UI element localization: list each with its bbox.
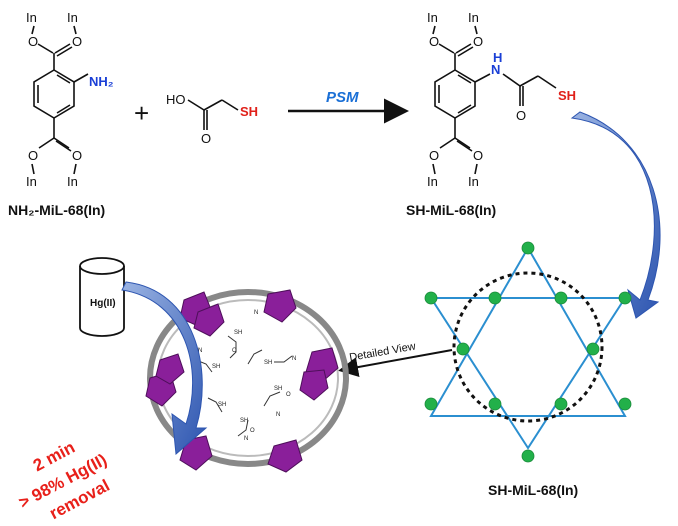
polyhedron — [179, 435, 213, 471]
metal-atom-label: In — [468, 10, 479, 25]
thiol-label: SH — [264, 360, 272, 366]
nh2-linker-molecule: In In O O NH₂ O O In In — [26, 10, 114, 189]
pore-linkers — [195, 335, 293, 437]
thiol-label: SH — [234, 330, 242, 336]
oxygen-label: O — [232, 348, 237, 354]
amine-group-label: NH₂ — [89, 74, 114, 89]
node — [488, 291, 502, 305]
oxygen-atom-label: O — [28, 34, 38, 49]
sh-linker-molecule: In In O O N H SH O O O In In — [427, 10, 576, 189]
mercury-cylinder — [79, 257, 125, 337]
plus-sign: + — [134, 98, 149, 128]
oxygen-atom-label: O — [72, 148, 82, 163]
metal-atom-label: In — [427, 10, 438, 25]
detailed-view-label: Detailed View — [348, 340, 416, 363]
metal-atom-label: In — [468, 174, 479, 189]
node — [521, 449, 535, 463]
right-molecule-caption: SH-MiL-68(In) — [406, 202, 496, 218]
pore-labels: SH SH SH SH SH SH N N N N N O O O — [198, 310, 296, 442]
polyhedron — [263, 289, 297, 323]
oxygen-atom-label: O — [72, 34, 82, 49]
metal-atom-label: In — [427, 174, 438, 189]
curved-arrow-left — [121, 281, 208, 456]
nitrogen-label: N — [292, 356, 296, 362]
oxygen-label: O — [250, 428, 255, 434]
thiol-label: SH — [218, 402, 226, 408]
nitrogen-label: N — [254, 310, 258, 316]
thiol-label: SH — [274, 386, 282, 392]
metal-atom-label: In — [67, 174, 78, 189]
thioglycolic-acid-molecule: HO SH O — [166, 92, 258, 146]
node — [424, 291, 438, 305]
metal-atom-label: In — [26, 10, 37, 25]
thiol-label: SH — [212, 364, 220, 370]
polyhedron — [193, 303, 225, 337]
detailed-view-arrow — [338, 349, 453, 377]
oxygen-atom-label: O — [473, 148, 483, 163]
hydroxyl-label: HO — [166, 92, 186, 107]
polyhedron — [155, 353, 185, 385]
framework-nodes — [424, 241, 632, 463]
detail-circle — [452, 271, 604, 423]
framework-caption: SH-MiL-68(In) — [488, 482, 578, 498]
oxygen-atom-label: O — [429, 148, 439, 163]
thiol-label: SH — [240, 418, 248, 424]
oxygen-atom-label: O — [429, 34, 439, 49]
node — [618, 291, 632, 305]
polyhedron — [267, 439, 303, 473]
metal-atom-label: In — [26, 174, 37, 189]
oxygen-atom-label: O — [201, 131, 211, 146]
left-molecule-caption: NH₂-MiL-68(In) — [8, 202, 105, 218]
nitrogen-label: N — [276, 412, 280, 418]
node — [488, 397, 502, 411]
result-text: 2 min > 98% Hg(II) removal — [16, 438, 113, 524]
thiol-group-label: SH — [240, 104, 258, 119]
psm-label: PSM — [326, 89, 359, 106]
oxygen-atom-label: O — [28, 148, 38, 163]
thiol-group-label: SH — [558, 88, 576, 103]
node — [554, 397, 568, 411]
hexagram-framework — [429, 246, 627, 450]
nitrogen-label: N — [244, 436, 248, 442]
polyhedron — [299, 369, 329, 401]
curved-arrow-right — [570, 111, 661, 319]
node — [521, 241, 535, 255]
node — [618, 397, 632, 411]
node — [554, 291, 568, 305]
amide-h-label: H — [493, 50, 502, 65]
metal-atom-label: In — [67, 10, 78, 25]
oxygen-label: O — [286, 392, 291, 398]
node — [586, 342, 600, 356]
carbonyl-oxygen-label: O — [516, 108, 526, 123]
oxygen-atom-label: O — [473, 34, 483, 49]
node — [456, 342, 470, 356]
node — [424, 397, 438, 411]
amide-n-label: N — [491, 62, 500, 77]
nitrogen-label: N — [198, 348, 202, 354]
indium-polyhedra — [145, 289, 339, 473]
cylinder-label: Hg(II) — [90, 298, 116, 309]
